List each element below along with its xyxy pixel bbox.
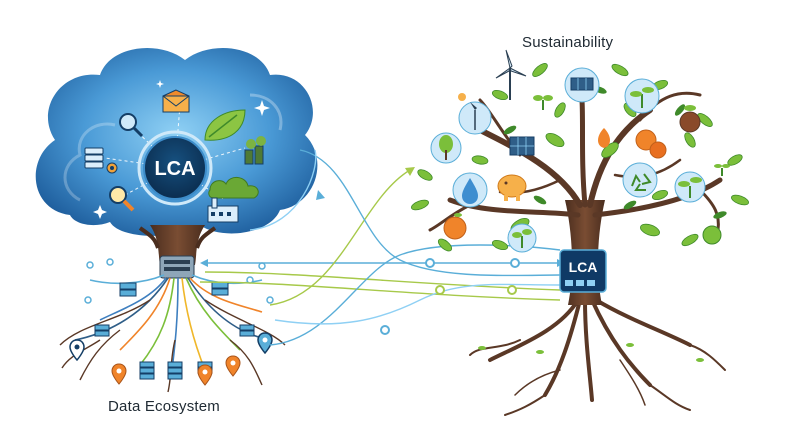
connector-lines: [199, 149, 565, 346]
wind-turbine-icon: [458, 101, 492, 135]
envelope-icon: [162, 89, 190, 113]
apple-icon: [443, 105, 722, 245]
root-sprouts: [478, 343, 704, 362]
sustainability-caption: Sustainability: [522, 34, 614, 51]
recycle-icon: [622, 162, 658, 198]
pollution-icon: [208, 177, 259, 199]
connector-nodes: [380, 258, 520, 335]
lca-badge-right: [559, 249, 607, 293]
sparkle-icons: [93, 80, 270, 219]
solar-panel-icon: [564, 67, 600, 103]
data-ecosystem-caption: Data Ecosystem: [108, 398, 221, 415]
tree-icon: [430, 132, 462, 164]
solar-panel-icon: [509, 136, 535, 156]
lca-hub-label: LCA: [154, 158, 195, 180]
leaf-icon: [204, 109, 246, 141]
sprout-icon: [533, 95, 553, 110]
data-hub-box: [159, 255, 195, 279]
database-icon: [84, 147, 104, 169]
wind-turbine-icon: [495, 49, 527, 100]
sprout-icon: [674, 171, 706, 203]
pollution-icon: [244, 136, 266, 165]
sprout-icon: [714, 164, 730, 176]
sprout-icon: [624, 78, 660, 114]
sun-icon: [458, 93, 466, 101]
root-nodes: [84, 258, 274, 304]
location-pin-icon: [69, 332, 273, 386]
left-trunk: [138, 225, 217, 265]
magnifier-icon: [119, 113, 144, 138]
left-roots: [59, 299, 286, 393]
magnifier-icon: [109, 186, 135, 212]
lca-hub: [137, 130, 213, 206]
flame-icon: [598, 128, 610, 148]
right-roots: [469, 298, 726, 416]
water-drop-icon: [452, 172, 488, 208]
piggy-bank-icon: [497, 174, 527, 201]
gear-icon: [106, 162, 118, 174]
lca-badge-right-label: LCA: [569, 259, 598, 275]
sprout-icon: [507, 223, 537, 253]
factory-icon: [207, 197, 239, 223]
